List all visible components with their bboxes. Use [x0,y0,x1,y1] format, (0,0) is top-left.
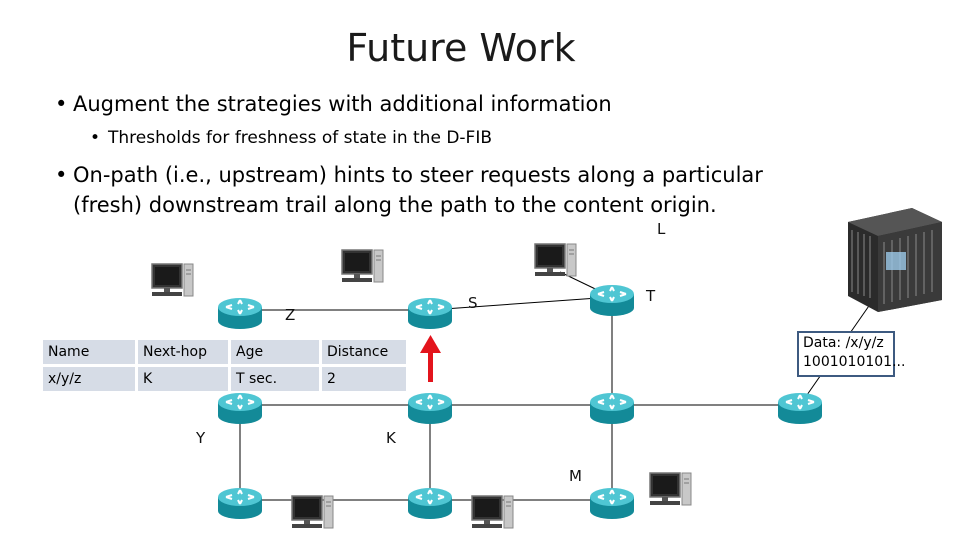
bullet-dot: • [55,163,68,187]
column-header: Next-hop [138,340,228,364]
node-label-y: Y [196,429,206,447]
router-icon [217,297,263,330]
table-cell: T sec. [231,367,319,391]
data-packet-box: Data: /x/y/z 1001010101... [797,331,906,377]
router-icon [589,392,635,425]
bullet-dot: • [90,128,101,148]
router-icon [407,297,453,330]
router-icon [407,487,453,520]
bullet-3-text-line1: On-path (i.e., upstream) hints to steer … [73,163,763,187]
table-cell: x/y/z [43,367,135,391]
desktop-computer-icon [471,495,514,529]
table-row: x/y/z K T sec. 2 [43,367,406,391]
link-s-t [429,296,613,311]
node-label-z: Z [285,306,296,324]
column-header: Distance [322,340,406,364]
bullet-dot: • [55,92,68,116]
column-header: Age [231,340,319,364]
bullet-2: • Thresholds for freshness of state in th… [90,123,492,153]
bullet-3-text-line2: (fresh) downstream trail along the path … [73,193,717,217]
table-cell: K [138,367,228,391]
column-header: Name [43,340,135,364]
server-rack-icon [848,208,942,312]
router-icon [777,392,823,425]
data-payload-line: 1001010101... [803,354,906,370]
node-label-l: L [657,220,666,238]
bullet-3: •On-path (i.e., upstream) hints to steer… [55,160,835,220]
up-arrow-icon [420,335,441,382]
router-icon [589,487,635,520]
desktop-computer-icon [534,243,577,277]
bullet-1-text: Augment the strategies with additional i… [73,92,612,116]
desktop-computer-icon [649,472,692,506]
router-icon [589,284,635,317]
router-icon [217,487,263,520]
desktop-computer-icon [151,263,194,297]
node-label-k: K [386,429,396,447]
router-icon [407,392,453,425]
bullet-2-text: Thresholds for freshness of state in the… [108,128,493,148]
data-name-line: Data: /x/y/z [803,335,884,351]
desktop-computer-icon [341,249,384,283]
node-label-t: T [646,287,656,305]
router-icon [217,392,263,425]
fib-table: Name Next-hop Age Distance x/y/z K T sec… [40,337,409,394]
node-label-s: S [468,294,478,312]
node-label-m: M [569,467,582,485]
slide-title: Future Work [346,26,576,70]
bullet-1: •Augment the strategies with additional … [55,89,612,119]
desktop-computer-icon [291,495,334,529]
table-cell: 2 [322,367,406,391]
table-header-row: Name Next-hop Age Distance [43,340,406,364]
